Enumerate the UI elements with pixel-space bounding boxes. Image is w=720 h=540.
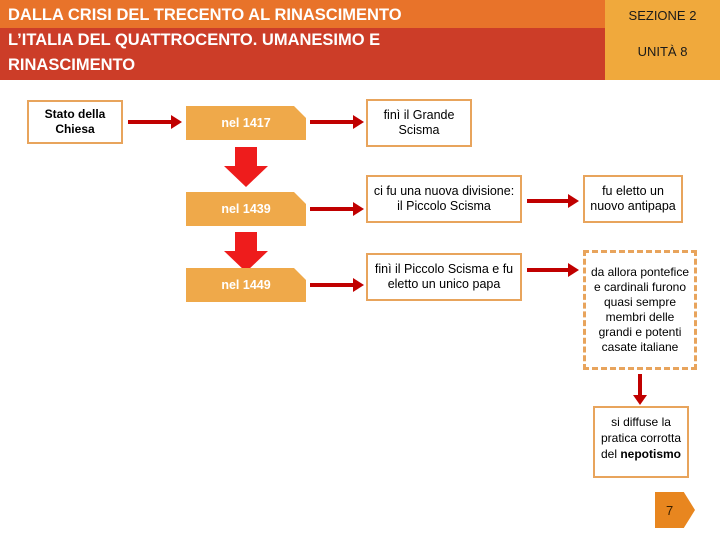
arrow-1439-to-divisione: [310, 202, 364, 216]
title-line-3: RINASCIMENTO: [8, 56, 136, 74]
header-band-bottom: [0, 28, 605, 80]
unit-label: UNITÀ 8: [637, 44, 688, 59]
node-stato-della-chiesa: Stato della Chiesa: [27, 100, 123, 144]
arrow-down-casate-to-nepotismo: [626, 374, 654, 406]
node-fini-piccolo-scisma-unico-papa: finì il Piccolo Scisma e fu eletto un un…: [366, 253, 522, 301]
title-line-2: L’ITALIA DEL QUATTROCENTO. UMANESIMO E: [8, 31, 381, 49]
node-nel-1417: nel 1417: [186, 106, 306, 140]
nepotismo-prefix-text: si diffuse la pratica corrotta del: [600, 415, 682, 461]
arrow-divisione-to-antipapa: [527, 194, 579, 208]
title-line-1: DALLA CRISI DEL TRECENTO AL RINASCIMENTO: [8, 6, 402, 24]
nepotismo-keyword: nepotismo: [620, 447, 682, 461]
arrow-1449-to-unico-papa: [310, 278, 364, 292]
node-nuova-divisione-piccolo-scisma: ci fu una nuova divisione: il Piccolo Sc…: [366, 175, 522, 223]
node-fini-il-grande-scisma: finì il Grande Scisma: [366, 99, 472, 147]
arrow-chiesa-to-1417: [128, 115, 182, 129]
node-casate-italiane: da allora pontefice e cardinali furono q…: [583, 250, 697, 370]
arrow-papa-to-casate: [527, 263, 579, 277]
section-label: SEZIONE 2: [628, 8, 697, 23]
page-title: DALLA CRISI DEL TRECENTO AL RINASCIMENTO…: [8, 3, 598, 78]
node-nepotismo: si diffuse la pratica corrotta del nepot…: [593, 406, 689, 478]
header-section-panel: SEZIONE 2 UNITÀ 8: [605, 0, 720, 80]
arrow-1417-to-scisma: [310, 115, 364, 129]
node-nel-1449: nel 1449: [186, 268, 306, 302]
header-band-top: [0, 0, 605, 28]
slide-header: DALLA CRISI DEL TRECENTO AL RINASCIMENTO…: [0, 0, 720, 80]
node-nel-1439: nel 1439: [186, 192, 306, 226]
arrow-down-1417-to-1439: [224, 147, 268, 188]
page-number-badge: 7: [655, 492, 695, 528]
node-fu-eletto-nuovo-antipapa: fu eletto un nuovo antipapa: [583, 175, 683, 223]
arrow-down-1439-to-1449: [224, 232, 268, 273]
